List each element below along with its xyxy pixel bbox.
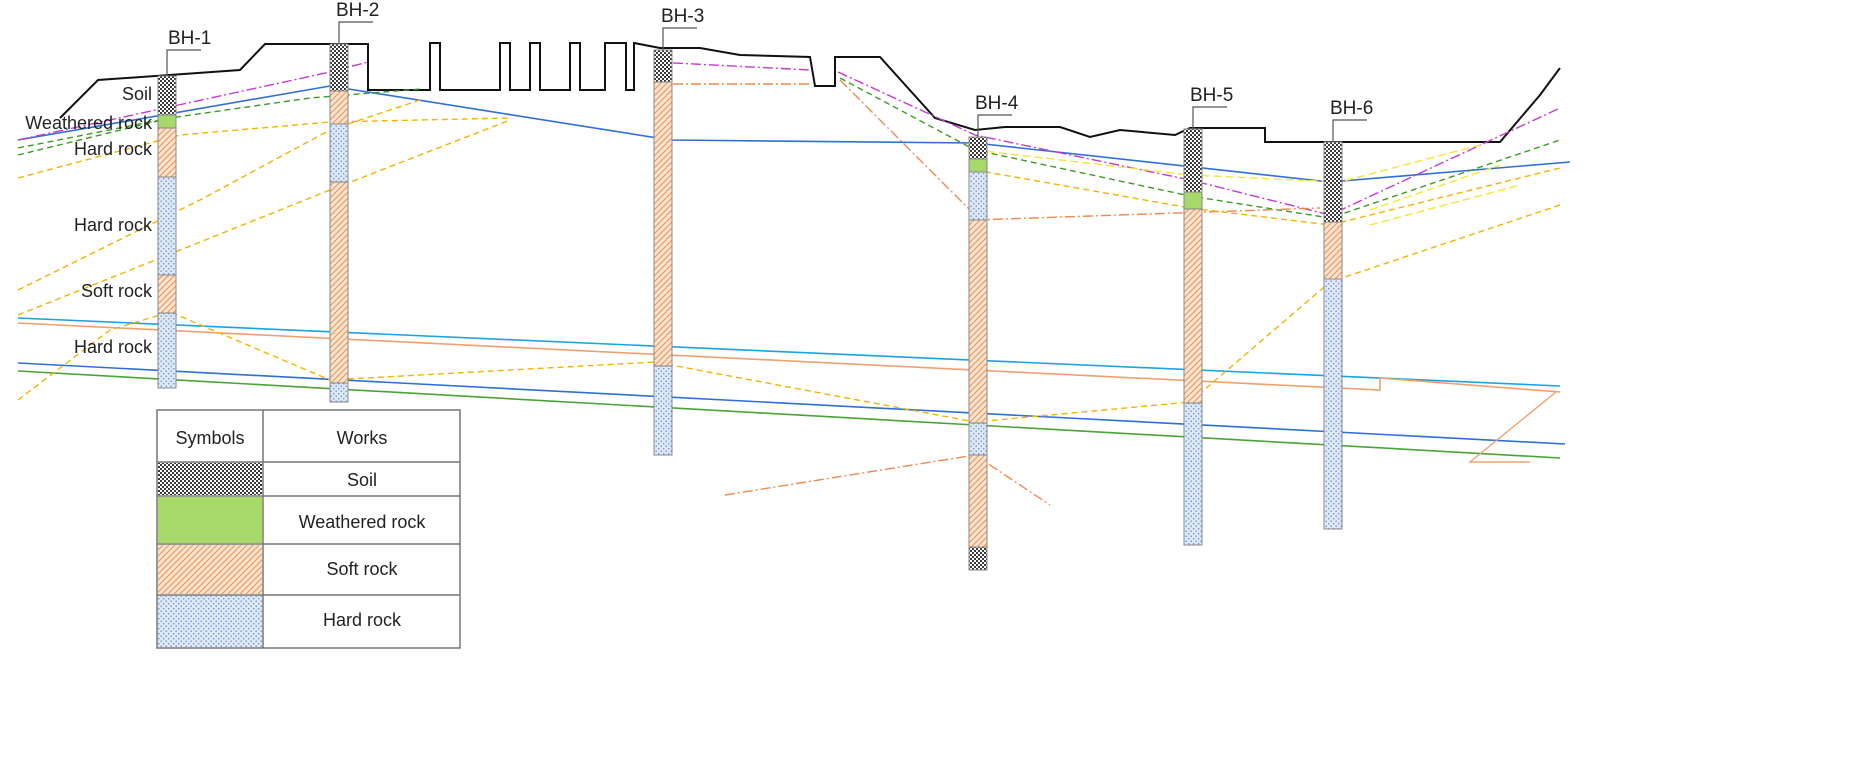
borehole-layer-soft (968, 219, 988, 424)
terrain-profile (59, 41, 1561, 143)
borehole-layer-weathered (157, 114, 177, 129)
boundary-line-cyan (17, 317, 1561, 387)
borehole-label: BH-5 (1190, 85, 1233, 106)
legend-swatch-weathered (158, 497, 262, 543)
borehole-bh-2: BH-2 (329, 0, 379, 403)
layer-label: Hard rock (74, 139, 153, 159)
borehole-label: BH-6 (1330, 98, 1373, 119)
legend-label-soil: Soil (347, 470, 377, 490)
borehole-layer-hard (968, 422, 988, 456)
boundary-line-salmon-fault (1468, 391, 1557, 463)
borehole-label: BH-1 (168, 28, 211, 49)
legend-swatch-soft (158, 545, 262, 594)
borehole-leader (338, 21, 373, 44)
borehole-label: BH-3 (661, 6, 704, 27)
borehole-layer-hard (329, 382, 349, 403)
legend-label-hard: Hard rock (323, 610, 402, 630)
borehole-layer-hard (157, 176, 177, 276)
borehole-layer-soil (329, 43, 349, 92)
borehole-layer-soft (653, 81, 673, 367)
borehole-layer-hard (157, 312, 177, 389)
borehole-layer-soil (968, 136, 988, 160)
borehole-layer-hard (653, 365, 673, 456)
borehole-layer-soil (1323, 141, 1343, 223)
borehole-label: BH-2 (336, 0, 379, 21)
borehole-layer-hard (1323, 278, 1343, 530)
borehole-layer-soft (329, 90, 349, 125)
boundary-line-salmon (17, 322, 1561, 393)
borehole-layer-soil (653, 49, 673, 83)
legend-label-weathered: Weathered rock (299, 512, 427, 532)
borehole-layer-soil (157, 75, 177, 116)
borehole-layer-soft (329, 181, 349, 384)
borehole-bh-5: BH-5 (1183, 85, 1233, 546)
layer-label: Soft rock (81, 281, 153, 301)
borehole-layer-soil (968, 546, 988, 571)
borehole-layer-soft (1323, 221, 1343, 280)
layer-label: Hard rock (74, 337, 153, 357)
legend-swatch-hard (158, 596, 262, 647)
borehole-layer-hard (329, 123, 349, 183)
borehole-layer-weathered (1183, 191, 1203, 210)
borehole-bh-4: BH-4 (968, 93, 1019, 571)
boundary-line-blue-lower (17, 362, 1566, 445)
borehole-bh-1: BH-1 (157, 28, 211, 389)
borehole-layer-soft (157, 274, 177, 314)
borehole-bh-6: BH-6 (1323, 98, 1373, 530)
borehole-layer-weathered (968, 158, 988, 173)
borehole-leader (662, 27, 697, 50)
layer-label: Weathered rock (25, 113, 153, 133)
borehole-leader (977, 114, 1012, 137)
boreholes: BH-1 BH-2 BH-3BH-4 BH-5BH-6 (157, 0, 1373, 571)
borehole-layer-soft (1183, 208, 1203, 404)
layer-annotations: Soil Weathered rock Hard rock Hard rock … (25, 84, 153, 357)
legend-header-works: Works (337, 428, 388, 448)
layer-label: Soil (122, 84, 152, 104)
legend-table: Symbols Works Soil Weathered rock Soft r… (156, 409, 461, 649)
boundary-line-green (17, 370, 1561, 459)
borehole-leader (1192, 106, 1227, 129)
borehole-label: BH-4 (975, 93, 1019, 114)
borehole-layer-hard (968, 171, 988, 221)
borehole-layer-soft (968, 454, 988, 548)
legend-header-symbols: Symbols (175, 428, 244, 448)
boundary-line-blue-upper (17, 85, 1571, 183)
legend-label-soft: Soft rock (326, 559, 398, 579)
borehole-layer-hard (1183, 402, 1203, 546)
legend-swatch-soil (158, 463, 262, 495)
borehole-leader (166, 49, 201, 76)
borehole-layer-soil (1183, 128, 1203, 193)
layer-label: Hard rock (74, 215, 153, 235)
borehole-leader (1332, 119, 1367, 142)
borehole-layer-soft (157, 127, 177, 178)
borehole-bh-3: BH-3 (653, 6, 704, 456)
